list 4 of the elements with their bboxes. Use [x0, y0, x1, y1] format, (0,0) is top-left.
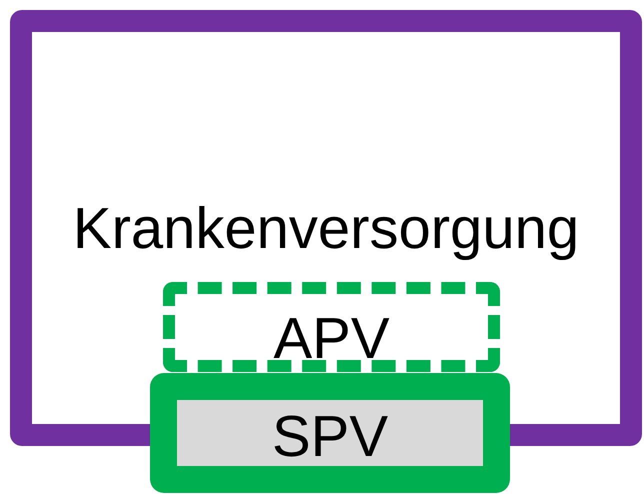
box-label: SPV — [270, 408, 390, 466]
box-label: APV — [272, 310, 391, 368]
process-box — [150, 373, 510, 493]
box-label: Krankenversorgung — [72, 200, 580, 258]
